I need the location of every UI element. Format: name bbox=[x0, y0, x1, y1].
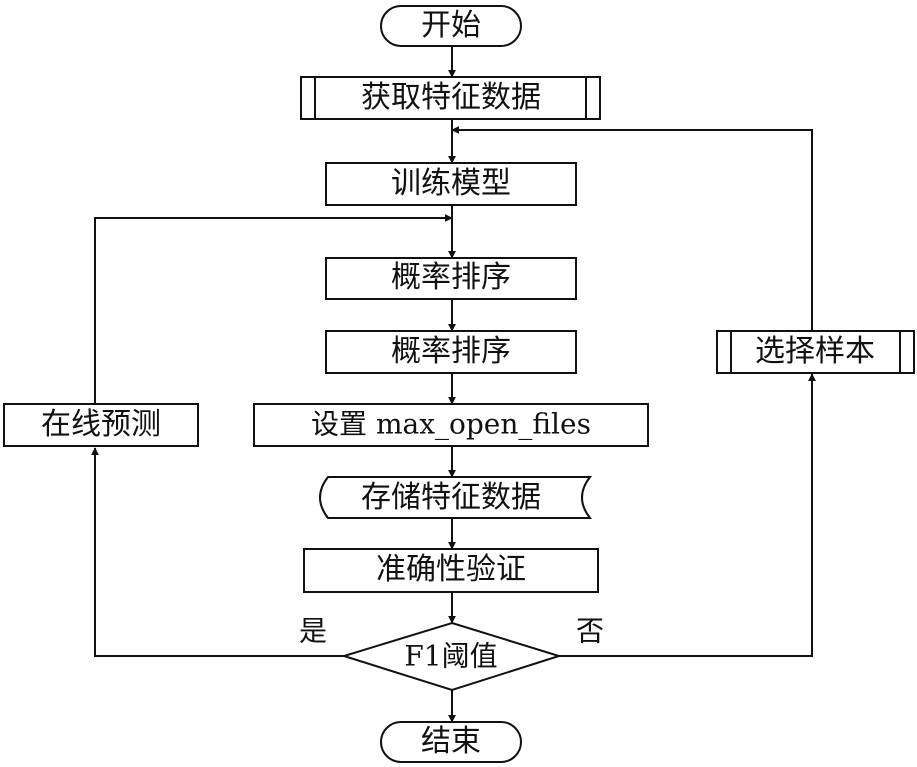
prob-sort-2-node: 概率排序 bbox=[325, 330, 577, 374]
decision-label: F1阈值 bbox=[404, 640, 497, 673]
accuracy-check-node: 准确性验证 bbox=[303, 548, 599, 593]
end-label: 结束 bbox=[421, 724, 481, 759]
arrow-no-to-select-samples bbox=[559, 373, 816, 657]
train-model-node: 训练模型 bbox=[325, 162, 577, 206]
arrow-online-predict-to-sort1 bbox=[94, 214, 453, 404]
arrow-yes-to-online-predict bbox=[91, 447, 344, 657]
no-branch-label: 否 bbox=[576, 615, 604, 648]
end-node: 结束 bbox=[380, 721, 522, 763]
set-param-node: 设置 max_open_files bbox=[253, 403, 649, 447]
prob-sort-1-label: 概率排序 bbox=[391, 260, 511, 295]
start-label: 开始 bbox=[421, 8, 481, 43]
yes-branch-label: 是 bbox=[299, 615, 327, 648]
online-predict-label: 在线预测 bbox=[41, 407, 161, 442]
select-samples-node: 选择样本 bbox=[716, 330, 915, 374]
online-predict-node: 在线预测 bbox=[3, 403, 199, 447]
accuracy-check-label: 准确性验证 bbox=[376, 552, 526, 587]
set-param-label: 设置 max_open_files bbox=[311, 408, 591, 441]
get-features-node: 获取特征数据 bbox=[300, 76, 601, 120]
select-samples-label: 选择样本 bbox=[755, 334, 875, 369]
prob-sort-2-label: 概率排序 bbox=[391, 334, 511, 369]
connectors bbox=[91, 46, 816, 723]
get-features-label: 获取特征数据 bbox=[361, 80, 541, 115]
start-node: 开始 bbox=[380, 5, 522, 47]
store-features-label: 存储特征数据 bbox=[361, 480, 541, 515]
decision-node: F1阈值 bbox=[340, 621, 563, 692]
prob-sort-1-node: 概率排序 bbox=[325, 257, 577, 300]
store-features-node: 存储特征数据 bbox=[319, 476, 593, 519]
train-model-label: 训练模型 bbox=[391, 166, 511, 201]
arrow-select-samples-to-train bbox=[451, 126, 813, 331]
